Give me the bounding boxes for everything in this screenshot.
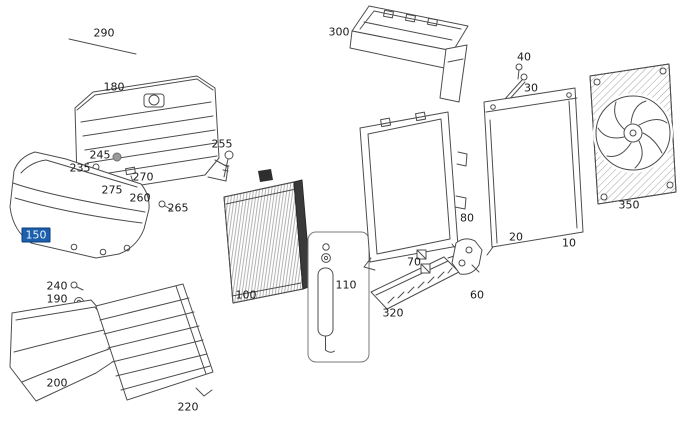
part-label-20[interactable]: 20 <box>509 230 523 244</box>
part-label-60[interactable]: 60 <box>470 288 484 302</box>
part-40-drawing[interactable] <box>515 63 523 80</box>
part-label-255[interactable]: 255 <box>211 137 233 151</box>
part-290-drawing[interactable] <box>68 38 137 55</box>
part-label-245[interactable]: 245 <box>89 148 111 162</box>
part-240-drawing[interactable] <box>70 281 84 291</box>
part-220-drawing[interactable] <box>95 283 214 401</box>
part-label-70[interactable]: 70 <box>407 255 421 269</box>
part-label-300[interactable]: 300 <box>328 25 350 39</box>
part-10-drawing[interactable] <box>483 87 584 256</box>
part-label-110[interactable]: 110 <box>335 278 357 292</box>
part-300-drawing[interactable] <box>349 5 469 103</box>
part-label-40[interactable]: 40 <box>517 50 531 64</box>
part-label-260[interactable]: 260 <box>129 191 151 205</box>
part-70-drawing[interactable] <box>416 249 431 274</box>
part-label-10[interactable]: 10 <box>562 236 576 250</box>
part-label-240[interactable]: 240 <box>46 279 68 293</box>
part-label-180[interactable]: 180 <box>103 80 125 94</box>
part-label-350[interactable]: 350 <box>618 198 640 212</box>
part-label-200[interactable]: 200 <box>46 376 68 390</box>
part-label-270[interactable]: 270 <box>132 170 154 184</box>
part-label-80[interactable]: 80 <box>460 211 474 225</box>
part-label-30[interactable]: 30 <box>524 81 538 95</box>
part-265-drawing[interactable] <box>158 200 173 211</box>
part-label-320[interactable]: 320 <box>382 306 404 320</box>
part-100-drawing[interactable] <box>223 169 312 304</box>
part-label-235[interactable]: 235 <box>69 161 91 175</box>
part-label-190[interactable]: 190 <box>46 292 68 306</box>
part-180-drawing[interactable] <box>74 75 229 193</box>
part-245-drawing[interactable] <box>112 152 122 162</box>
part-60-drawing[interactable] <box>451 238 483 275</box>
part-label-100[interactable]: 100 <box>235 288 257 302</box>
part-110-box[interactable] <box>307 231 370 363</box>
part-label-290[interactable]: 290 <box>93 26 115 40</box>
part-label-150[interactable]: 150 <box>21 227 51 243</box>
part-label-275[interactable]: 275 <box>101 183 123 197</box>
part-350-drawing[interactable] <box>589 63 677 205</box>
part-label-220[interactable]: 220 <box>177 400 199 414</box>
part-255-drawing[interactable] <box>222 150 234 178</box>
part-label-265[interactable]: 265 <box>167 201 189 215</box>
